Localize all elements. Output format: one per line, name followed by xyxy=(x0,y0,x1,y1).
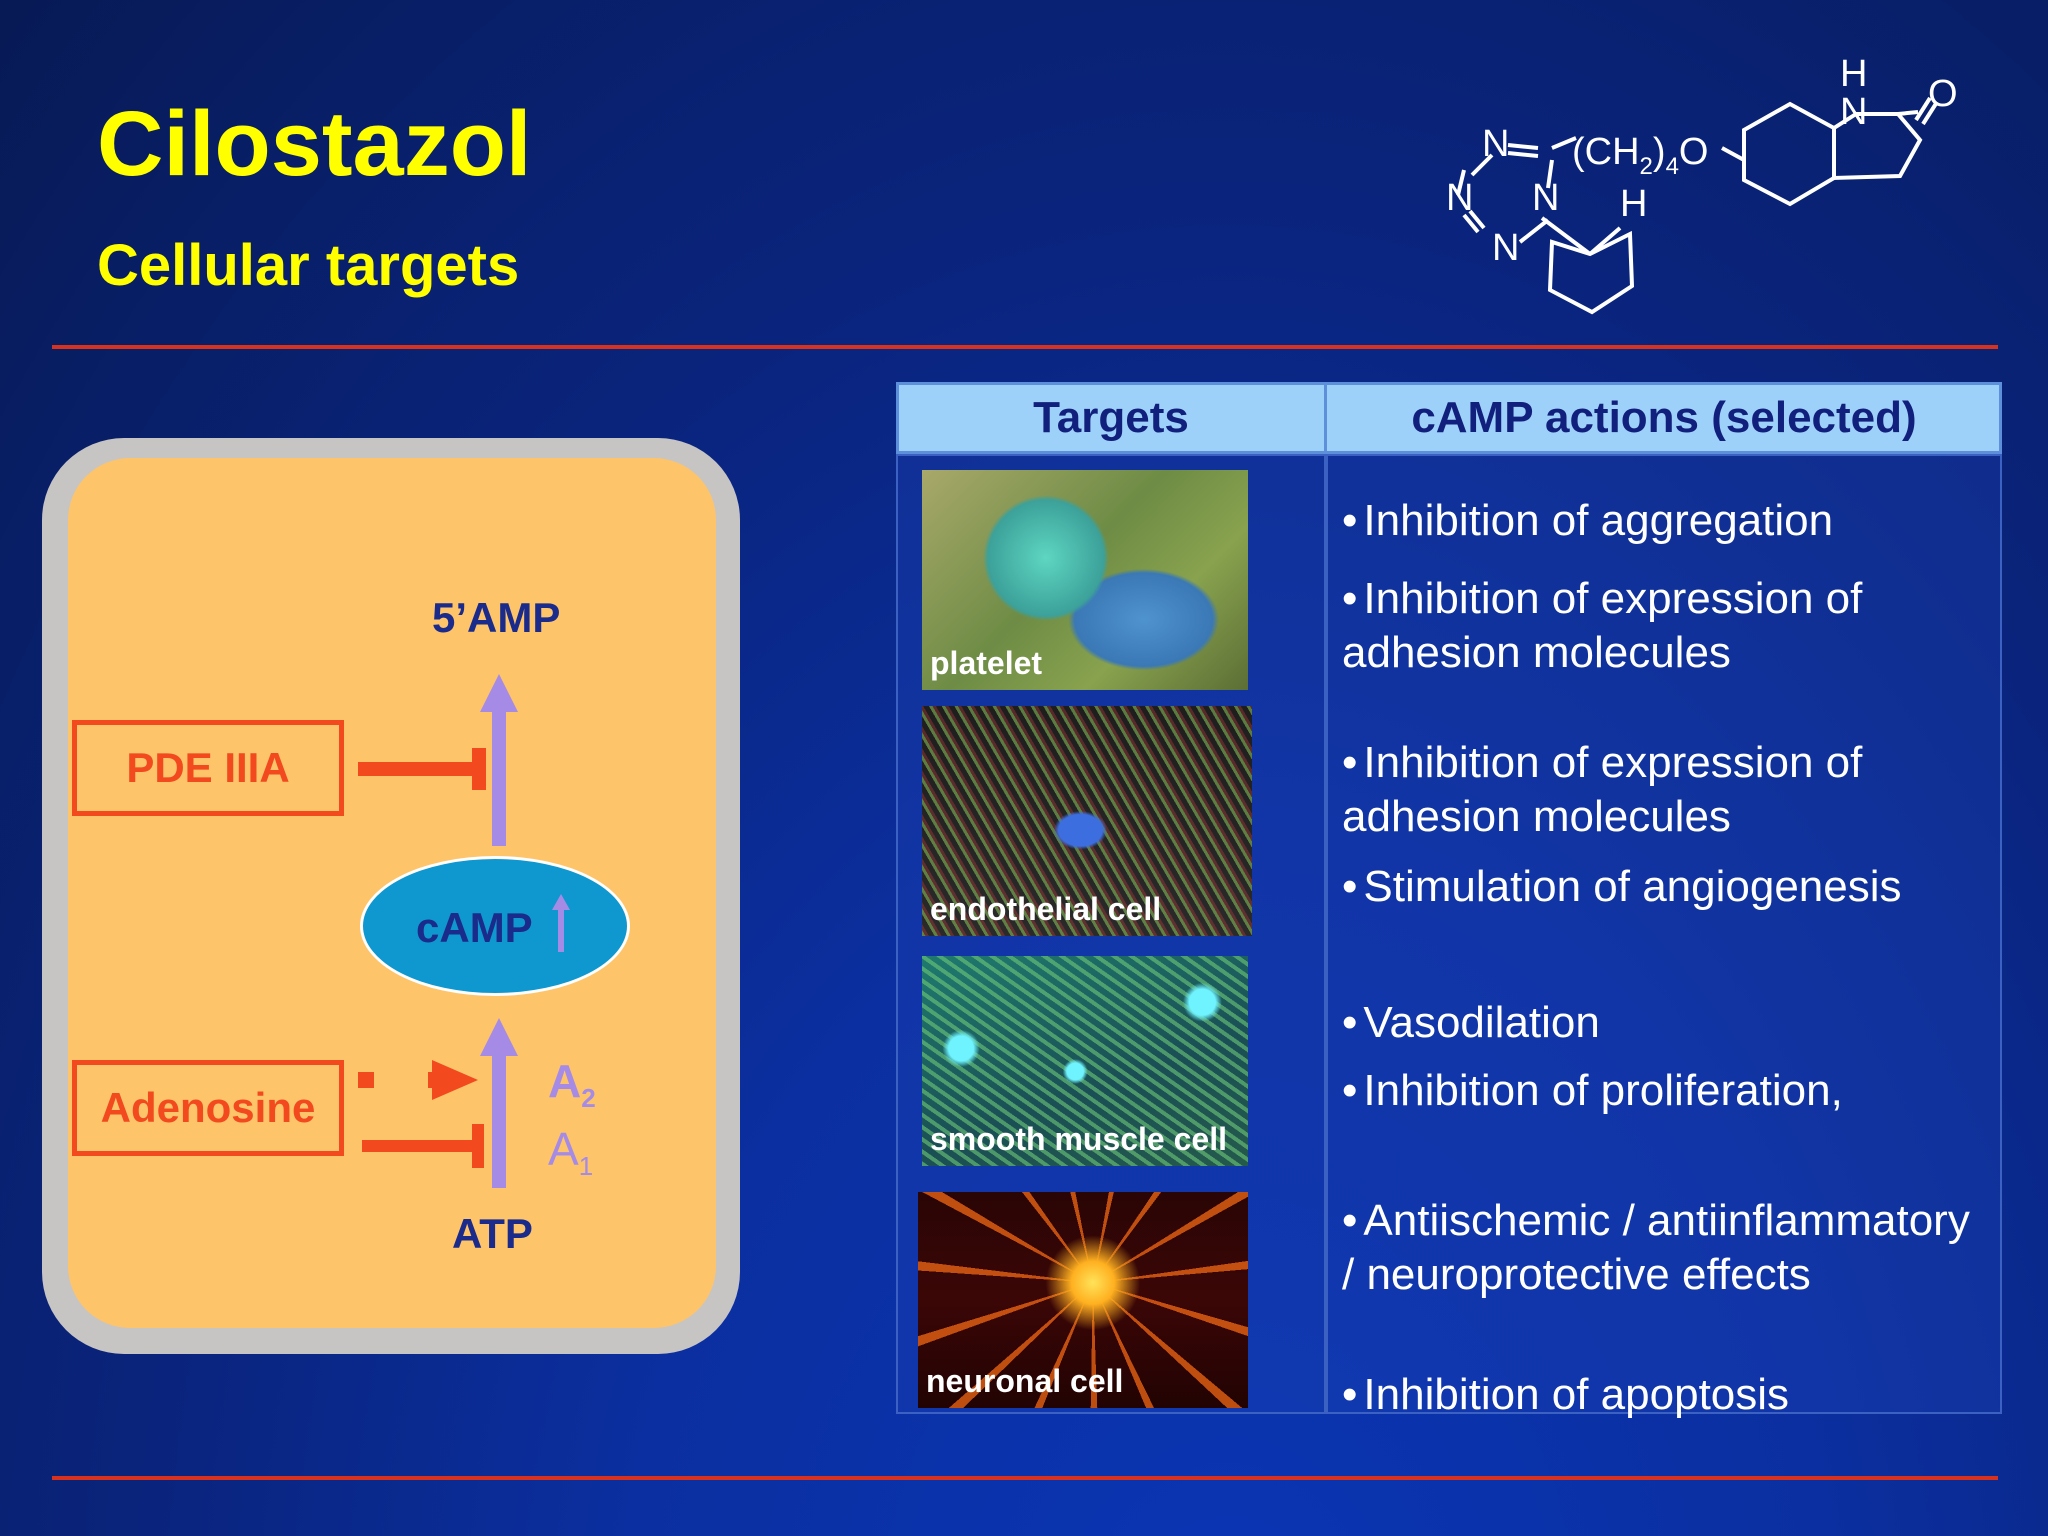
smooth-muscle-cell-micrograph: smooth muscle cell xyxy=(922,956,1248,1166)
a2-receptor-label: A2 xyxy=(548,1055,596,1114)
action-item: •Stimulation of angiogenesis xyxy=(1342,862,1902,911)
atom-h: H xyxy=(1620,183,1647,225)
atom-n: N xyxy=(1492,227,1519,269)
action-item: •Vasodilation xyxy=(1342,998,1600,1047)
neuronal-caption: neuronal cell xyxy=(926,1363,1124,1399)
platelet-caption: platelet xyxy=(930,645,1043,681)
cilostazol-structure: N N N N H H N O (CH2)4O xyxy=(1446,53,1958,315)
atom-n: N xyxy=(1532,177,1559,219)
chain-label: (CH2)4O xyxy=(1572,131,1708,180)
slide-title: Cilostazol xyxy=(97,93,532,195)
endothelial-caption: endothelial cell xyxy=(930,891,1162,927)
amp-label: 5’AMP xyxy=(432,594,561,641)
platelet-micrograph: platelet xyxy=(922,470,1248,690)
a1-inhibit-bar xyxy=(472,1124,484,1168)
smooth-muscle-caption: smooth muscle cell xyxy=(930,1121,1227,1157)
header-targets: Targets xyxy=(1033,393,1189,442)
adenosine-label: Adenosine xyxy=(100,1084,316,1131)
neuronal-cell-micrograph: neuronal cell xyxy=(918,1192,1248,1408)
bottom-divider xyxy=(52,1476,1998,1480)
endothelial-cell-micrograph: endothelial cell xyxy=(922,706,1252,936)
stimulate-arrowhead xyxy=(432,1060,478,1100)
atom-n: N xyxy=(1446,177,1473,219)
atom-n: N xyxy=(1840,91,1867,133)
action-item: •Inhibition of apoptosis xyxy=(1342,1370,1790,1419)
atom-n: N xyxy=(1482,123,1509,165)
camp-node xyxy=(360,856,630,996)
top-divider xyxy=(52,345,1998,349)
camp-label: cAMP xyxy=(416,904,533,951)
camp-increase-icon xyxy=(552,894,570,952)
header-divider xyxy=(1324,382,1327,454)
pde-box: PDE IIIA xyxy=(72,720,344,816)
camp-to-amp-arrow xyxy=(492,706,506,846)
adenosine-dash xyxy=(358,1072,374,1088)
camp-to-amp-arrowhead xyxy=(480,674,518,712)
pde-label: PDE IIIA xyxy=(126,744,290,791)
action-item: •Antiischemic / antiinflammatory / neuro… xyxy=(1342,1196,1970,1299)
atp-to-camp-arrow xyxy=(492,1052,506,1188)
table-header xyxy=(896,382,2002,454)
pde-inhibit-line xyxy=(358,762,476,776)
action-item: •Inhibition of expression of adhesion mo… xyxy=(1342,574,1863,677)
header-actions: cAMP actions (selected) xyxy=(1411,393,1917,442)
a1-receptor-label: A1 xyxy=(548,1123,594,1182)
adenosine-box: Adenosine xyxy=(72,1060,344,1156)
atp-to-camp-arrowhead xyxy=(480,1018,518,1056)
pathway-arrows xyxy=(358,674,518,1188)
atp-label: ATP xyxy=(452,1210,533,1257)
action-item: •Inhibition of aggregation xyxy=(1342,496,1834,545)
pde-inhibit-bar xyxy=(472,748,486,790)
a1-inhibit-line xyxy=(362,1140,476,1152)
slide-subtitle: Cellular targets xyxy=(97,233,520,298)
atom-o: O xyxy=(1928,73,1958,115)
action-item: •Inhibition of proliferation, xyxy=(1342,1066,1843,1115)
atom-h: H xyxy=(1840,53,1867,95)
action-item: •Inhibition of expression of adhesion mo… xyxy=(1342,738,1863,841)
actions-column xyxy=(1326,454,2002,1414)
